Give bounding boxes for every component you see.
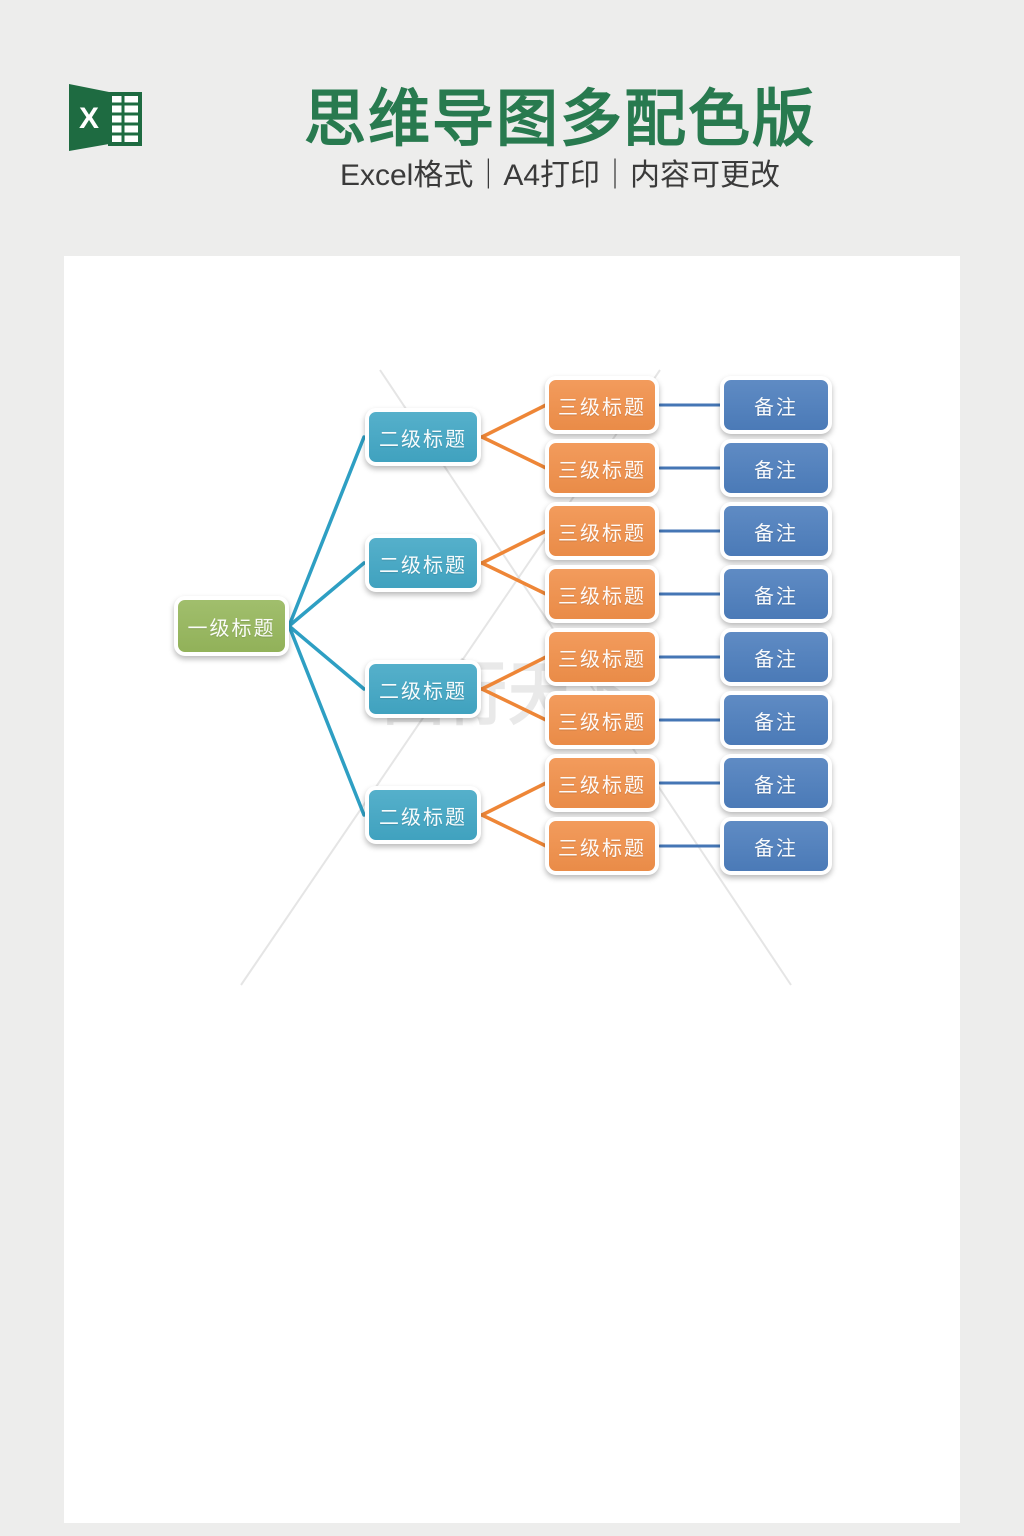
node-note-1: 备注 <box>720 376 832 434</box>
node-level3-6: 三级标题 <box>545 691 659 749</box>
node-note-5: 备注 <box>720 628 832 686</box>
node-level3-3: 三级标题 <box>545 502 659 560</box>
node-note-4: 备注 <box>720 565 832 623</box>
excel-icon: X <box>69 84 142 151</box>
node-note-2: 备注 <box>720 439 832 497</box>
node-level3-4: 三级标题 <box>545 565 659 623</box>
node-level3-8: 三级标题 <box>545 817 659 875</box>
node-level2-4: 二级标题 <box>365 786 481 844</box>
node-level3-7: 三级标题 <box>545 754 659 812</box>
node-level2-3: 二级标题 <box>365 660 481 718</box>
page-subtitle: Excel格式｜A4打印｜内容可更改 <box>339 159 781 192</box>
node-note-8: 备注 <box>720 817 832 875</box>
node-level3-2: 三级标题 <box>545 439 659 497</box>
page-title: 思维导图多配色版 <box>303 85 816 154</box>
node-note-3: 备注 <box>720 502 832 560</box>
node-note-7: 备注 <box>720 754 832 812</box>
node-level3-1: 三级标题 <box>545 376 659 434</box>
node-level2-2: 二级标题 <box>365 534 481 592</box>
excel-sheet-icon <box>108 92 142 146</box>
excel-x-panel-icon <box>69 84 109 151</box>
node-level2-1: 二级标题 <box>365 408 481 466</box>
node-level3-5: 三级标题 <box>545 628 659 686</box>
node-note-6: 备注 <box>720 691 832 749</box>
node-level1-root: 一级标题 <box>174 596 289 656</box>
svg-text:X: X <box>79 102 99 135</box>
